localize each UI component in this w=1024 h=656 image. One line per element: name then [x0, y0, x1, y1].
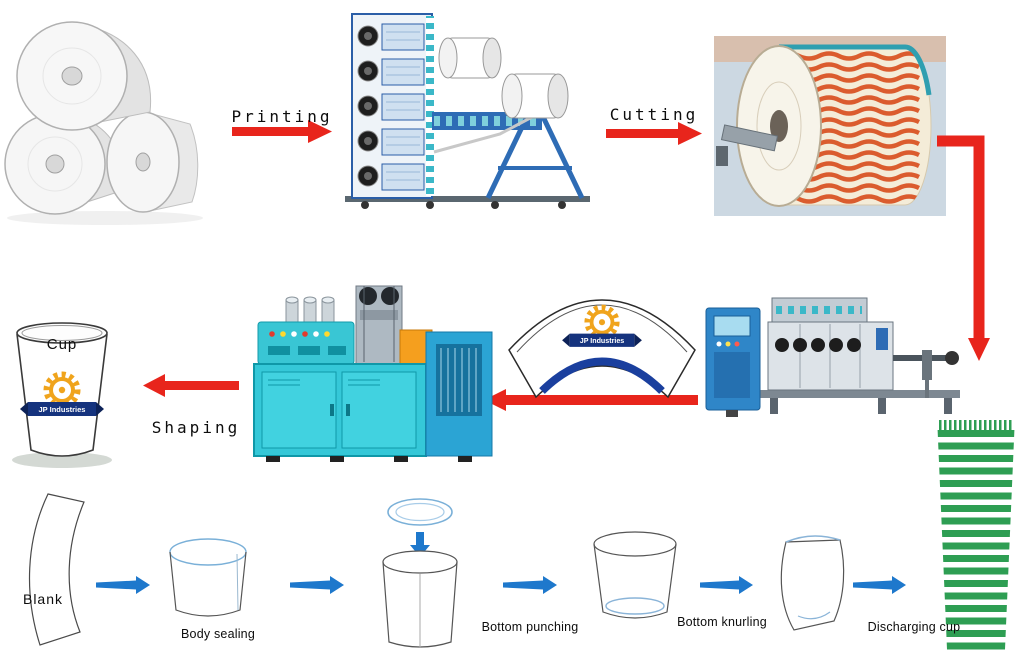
- shaping-arrow: [143, 374, 239, 397]
- cutting-arrow: [606, 122, 702, 145]
- flow-arrow-1: [96, 576, 150, 594]
- bottom-insert-shape: [382, 498, 458, 648]
- logo-text: JP Industries: [580, 337, 625, 345]
- die-cutting-machine: [705, 297, 960, 417]
- jp-logo: JP Industries: [562, 304, 642, 347]
- bottom-punching-label: Bottom punching: [481, 620, 579, 634]
- roll-to-cutter-arrow: [937, 135, 990, 361]
- bottom-knurling-label: Bottom knurling: [677, 615, 767, 629]
- body-sealing-label: Body sealing: [181, 627, 255, 641]
- body-sealing-shape: [169, 538, 247, 617]
- logo-banner: [28, 402, 96, 416]
- printing-label: Printing: [231, 107, 333, 126]
- blank-to-machine-arrow: [484, 389, 698, 411]
- cutting-label: Cutting: [609, 105, 699, 124]
- printing-machine: [345, 13, 590, 209]
- logo-text: JP Industries: [39, 405, 86, 414]
- flow-arrow-5: [853, 576, 906, 594]
- blank-shape: [28, 493, 85, 646]
- print-units: [357, 23, 425, 191]
- cup-stack-rim: [939, 420, 1013, 431]
- printed-paper-roll: [714, 36, 946, 216]
- control-cabinet: [705, 307, 761, 417]
- bottom-knurled-cup-shape: [780, 535, 845, 631]
- machine-paper-roll: [501, 73, 569, 119]
- logo-banner: [569, 333, 635, 347]
- paper-cup: JP Industries: [12, 322, 112, 468]
- jp-logo: JP Industries: [20, 371, 104, 416]
- blank-blue-band: [539, 357, 665, 394]
- flow-arrow-4: [700, 576, 753, 594]
- shaping-label: Shaping: [151, 418, 241, 437]
- cup-stack: [937, 430, 1015, 654]
- bottom-punched-cup-shape: [593, 531, 677, 619]
- flow-arrow-2: [290, 576, 344, 594]
- cup-forming-machine: [253, 285, 493, 462]
- machine-paper-roll: [438, 37, 502, 79]
- flow-arrow-3: [503, 576, 557, 594]
- printing-arrow: [232, 120, 332, 143]
- paper-rolls: [4, 21, 203, 225]
- discharging-cup-label: Discharging cup: [867, 620, 961, 634]
- gauges: [285, 296, 335, 323]
- cup-label: Cup: [46, 336, 78, 353]
- blank-label: Blank: [22, 591, 64, 607]
- cup-blank: JP Industries: [508, 299, 696, 399]
